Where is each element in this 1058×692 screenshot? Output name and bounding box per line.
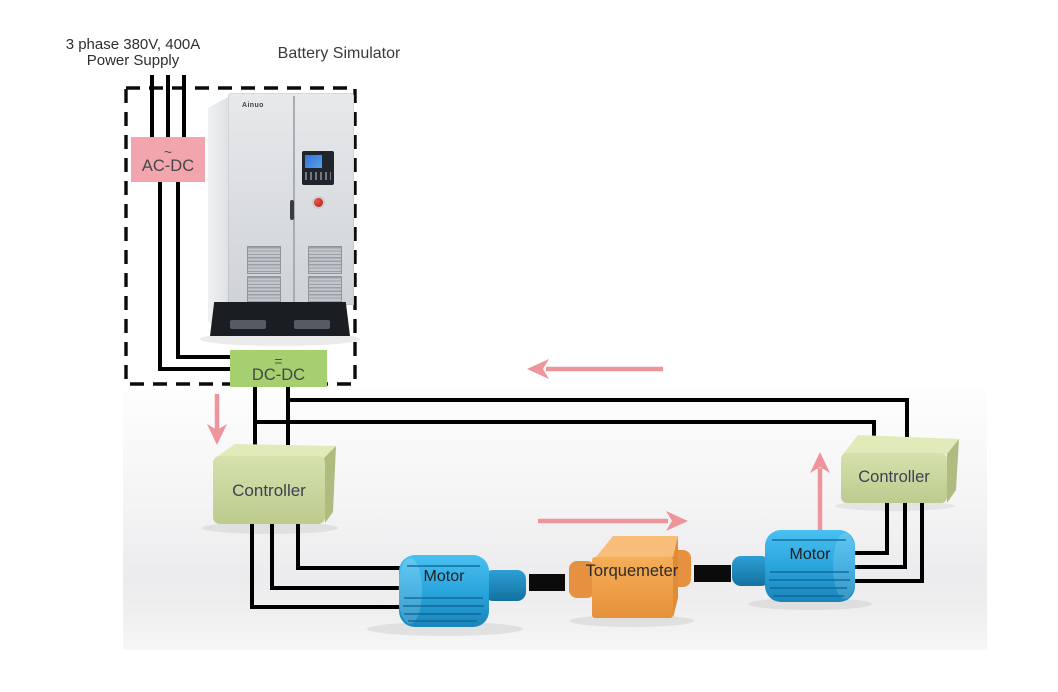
ac-dc-label: AC-DC [141, 156, 195, 175]
cabinet-touchscreen [305, 155, 322, 168]
flow-arrow-up-head [810, 452, 830, 473]
wire-left-controller-to-motor-1 [250, 523, 400, 609]
cabinet-door-handle [290, 200, 294, 220]
motor-right-label: Motor [789, 546, 831, 563]
wire-right-controller-to-motor-1 [854, 501, 889, 555]
coupling-right [694, 565, 731, 582]
dc-dc-converter: = DC-DC [230, 350, 327, 387]
cabinet-vent-grille [308, 246, 342, 274]
wire-left-controller-to-motor-3 [296, 523, 400, 570]
cabinet-side-panel [208, 96, 230, 334]
cabinet-vent-grille [308, 276, 342, 304]
cabinet-keypad [305, 172, 331, 180]
wiring [150, 75, 924, 609]
emergency-stop-button [314, 198, 323, 207]
coupling-left [529, 574, 565, 591]
cabinet-vent-grille [247, 276, 281, 304]
dc-symbol: = [274, 352, 283, 369]
motor-left-shape [398, 555, 526, 627]
power-supply-label-line2: Power Supply [86, 52, 180, 69]
wire-right-controller-to-motor-3 [854, 501, 924, 583]
power-supply-label-line1: 3 phase 380V, 400A [65, 36, 201, 53]
wire-acdc-to-dcdc-outer [158, 181, 231, 371]
plinth-slot [294, 320, 330, 329]
cabinet-door-gap [293, 96, 295, 302]
plinth-slot [230, 320, 266, 329]
wire-bus-to-right-controller-lower [255, 420, 876, 448]
battery-simulator-dashed-boundary [124, 86, 357, 386]
wire-bus-to-right-controller-upper [288, 398, 909, 439]
controller-left-label: Controller [232, 481, 306, 500]
wire-left-controller-to-motor-2 [270, 523, 400, 590]
ac-symbol: ~ [163, 143, 173, 160]
cabinet-control-panel [302, 151, 334, 185]
cabinet-plinth [210, 302, 350, 336]
flow-arrow-right-head [666, 511, 688, 531]
battery-simulator-cabinet: Ainuo [206, 92, 354, 340]
torquemeter-shape [569, 536, 691, 618]
motor-right-shape [732, 530, 857, 602]
ac-dc-converter: ~ AC-DC [131, 137, 205, 182]
controller-right-label: Controller [858, 468, 930, 486]
torquemeter-label: Torquemeter [585, 562, 679, 580]
battery-simulator-label: Battery Simulator [277, 45, 401, 62]
cabinet-vent-grille [247, 246, 281, 274]
wire-right-controller-to-motor-2 [854, 501, 907, 569]
flow-arrow-down-head [207, 424, 227, 445]
controller-left-box [213, 444, 336, 524]
dc-dc-label: DC-DC [251, 365, 306, 384]
controller-right-box [841, 435, 959, 503]
wire-acdc-to-dcdc-inner [176, 181, 231, 359]
flow-arrow-left-head [527, 359, 549, 379]
motor-left-label: Motor [423, 568, 465, 585]
cabinet-brand-logo: Ainuo [242, 102, 264, 109]
